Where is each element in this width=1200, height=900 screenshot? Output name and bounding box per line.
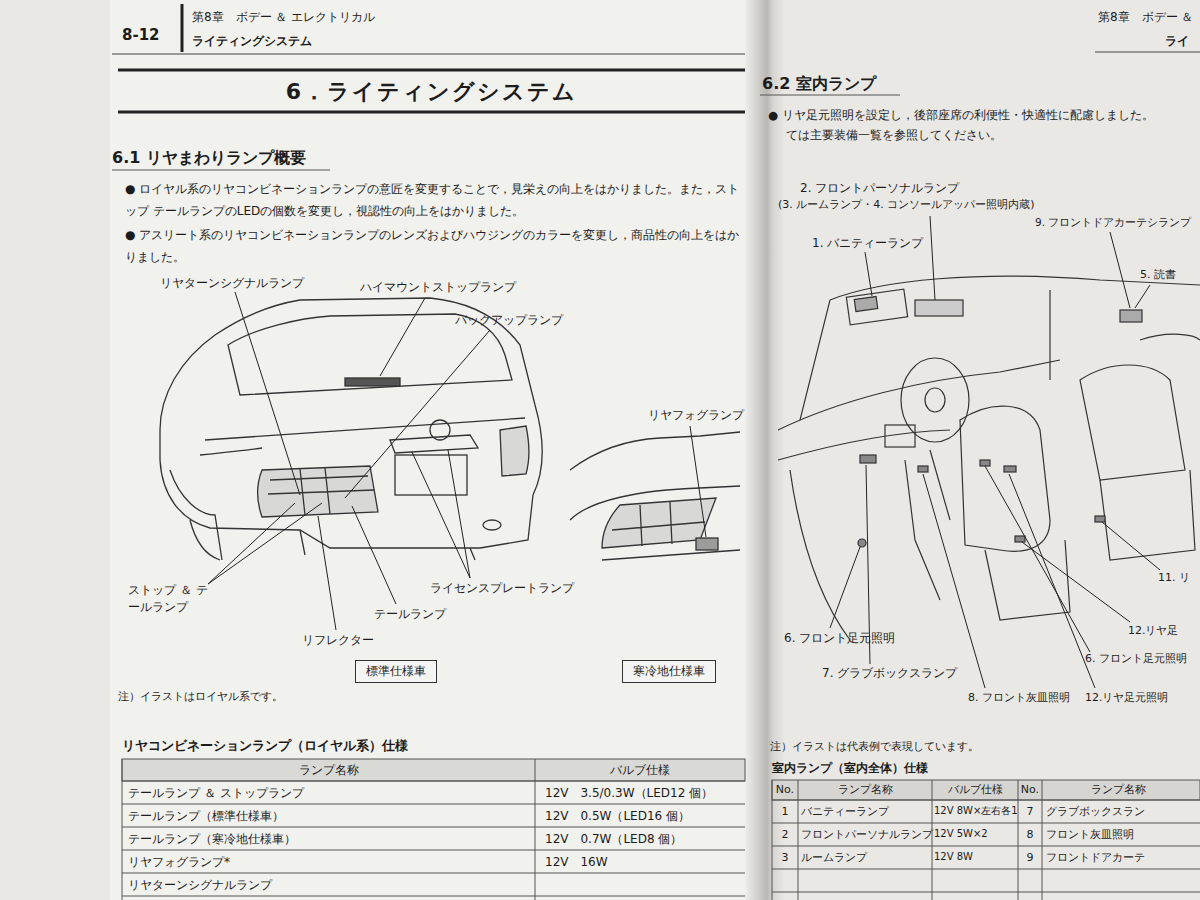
header-bar [181, 4, 184, 52]
chapter-header: ライ [1165, 34, 1189, 49]
table-title: リヤコンビネーションランプ（ロイヤル系）仕様 [122, 738, 408, 754]
table-cell: フロントドアカーテ [1046, 851, 1145, 864]
car-rear-drawing [160, 298, 542, 560]
note-text: 注）イラストはロイヤル系です。 [118, 690, 283, 704]
table-cell: ルームランプ [801, 851, 867, 864]
header-rule [1095, 52, 1200, 53]
part-label: ストップ ＆ テールランプ [128, 582, 210, 616]
table-cell: 12V 16W [545, 855, 608, 870]
table-cell: バニティーランプ [801, 805, 889, 818]
table-cell: 12V 8W×左右各1 [934, 805, 1018, 818]
chapter-header: 第8章 ボデー ＆ [1098, 10, 1193, 25]
table-header: ランプ名称 [122, 763, 535, 778]
chapter-header: 第8章 ボデー ＆ エレクトリカル [192, 10, 375, 25]
table-cell: 12V 8W [934, 851, 973, 864]
leader-lines [208, 292, 706, 630]
bullet-text: ● ロイヤル系のリヤコンビネーションランプの意匠を変更することで，見栄えの向上を… [125, 178, 745, 222]
variant-tag: 寒冷地仕様車 [633, 664, 705, 679]
callout-label: 7. グラブボックスランプ [822, 666, 957, 681]
table-cell: 1 [772, 805, 798, 819]
callout-label: 12.リヤ足 [1128, 624, 1179, 638]
table-cell: グラブボックスラン [1046, 805, 1145, 818]
bullet-text: ● アスリート系のリヤコンビネーションランプのレンズおよびハウジングのカラーを変… [125, 224, 745, 268]
callout-label: 6. フロント足元照明 [1085, 652, 1187, 666]
bullet-text: ては主要装備一覧を参照してください。 [786, 128, 1002, 142]
table-cell: 8 [1018, 828, 1042, 842]
callout-label: 11. リ [1158, 571, 1190, 585]
page-number: 8-12 [122, 26, 160, 45]
callout-label: (3. ルームランプ・4. コンソールアッパー照明内蔵) [778, 198, 1035, 212]
variant-tag-box: 寒冷地仕様車 [622, 660, 716, 683]
variant-tag-box: 標準仕様車 [355, 660, 437, 683]
section-underline [760, 95, 900, 96]
spec-table-grid [772, 780, 1200, 900]
section-heading: 6.1 リヤまわりランプ概要 [112, 148, 306, 168]
part-label: リヤフォグランプ [648, 408, 744, 423]
callout-label: 1. バニティーランプ [812, 236, 923, 251]
callout-label: 6. フロント足元照明 [784, 631, 895, 646]
spec-table-grid [122, 759, 745, 900]
part-label: リヤターンシグナルランプ [160, 276, 304, 291]
table-cell: 12V 3.5/0.3W（LED12 個） [545, 786, 713, 801]
inset-cold-climate-drawing [570, 432, 740, 560]
table-cell: 12V 5W×2 [934, 828, 988, 841]
table-cell: フロントパーソナルランプ [801, 828, 933, 841]
callout-label: 2. フロントパーソナルランプ [800, 181, 959, 196]
table-header: ランプ名称 [798, 783, 932, 797]
table-cell: 9 [1018, 851, 1042, 865]
left-page [0, 0, 745, 900]
table-header: バルブ仕様 [932, 783, 1018, 797]
part-label: テールランプ [374, 607, 446, 622]
header-rule [112, 54, 745, 55]
note-text: 注）イラストは代表例で表現しています。 [770, 740, 979, 754]
table-cell: テールランプ ＆ ストップランプ [128, 786, 304, 801]
interior-drawing [778, 276, 1200, 640]
table-cell: 2 [772, 828, 798, 842]
callout-label: 8. フロント灰皿照明 [968, 691, 1070, 705]
table-header: No. [1018, 783, 1042, 797]
section-underline [112, 170, 330, 171]
page-stack [0, 0, 110, 900]
part-label: リフレクター [302, 633, 374, 648]
table-cell: 3 [772, 851, 798, 865]
variant-tag: 標準仕様車 [366, 664, 426, 679]
chapter-header: ライティングシステム [192, 34, 312, 49]
callout-label: 12.リヤ足元照明 [1085, 691, 1169, 705]
part-label: バックアップランプ [455, 313, 563, 328]
table-cell: テールランプ（標準仕様車） [128, 809, 284, 824]
bullet-text: ● リヤ足元照明を設定し，後部座席の利便性・快適性に配慮しました。 [768, 108, 1154, 122]
table-header: No. [772, 783, 798, 797]
callout-label: 5. 読書 [1140, 268, 1176, 282]
part-label: ハイマウントストップランプ [360, 280, 516, 295]
table-cell: フロント灰皿照明 [1046, 828, 1134, 841]
table-cell: リヤターンシグナルランプ [128, 878, 272, 893]
title-rule [118, 69, 745, 72]
callout-label: 9. フロントドアカーテシランプ [1035, 216, 1191, 229]
table-header: ランプ名称 [1040, 783, 1196, 797]
section-title: 6．ライティングシステム [118, 78, 745, 106]
table-cell: 7 [1018, 805, 1042, 819]
table-cell: 12V 0.7W（LED8 個） [545, 832, 682, 847]
title-rule [118, 111, 745, 114]
section-heading: 6.2 室内ランプ [762, 74, 876, 94]
table-header: バルブ仕様 [535, 763, 745, 778]
table-cell: リヤフォグランプ* [128, 855, 230, 870]
table-title: 室内ランプ（室内全体）仕様 [772, 761, 928, 776]
part-label: ライセンスプレートランプ [430, 581, 574, 596]
table-cell: 12V 0.5W（LED16 個） [545, 809, 690, 824]
table-cell: テールランプ（寒冷地仕様車） [128, 832, 296, 847]
leader-lines [830, 216, 1160, 688]
